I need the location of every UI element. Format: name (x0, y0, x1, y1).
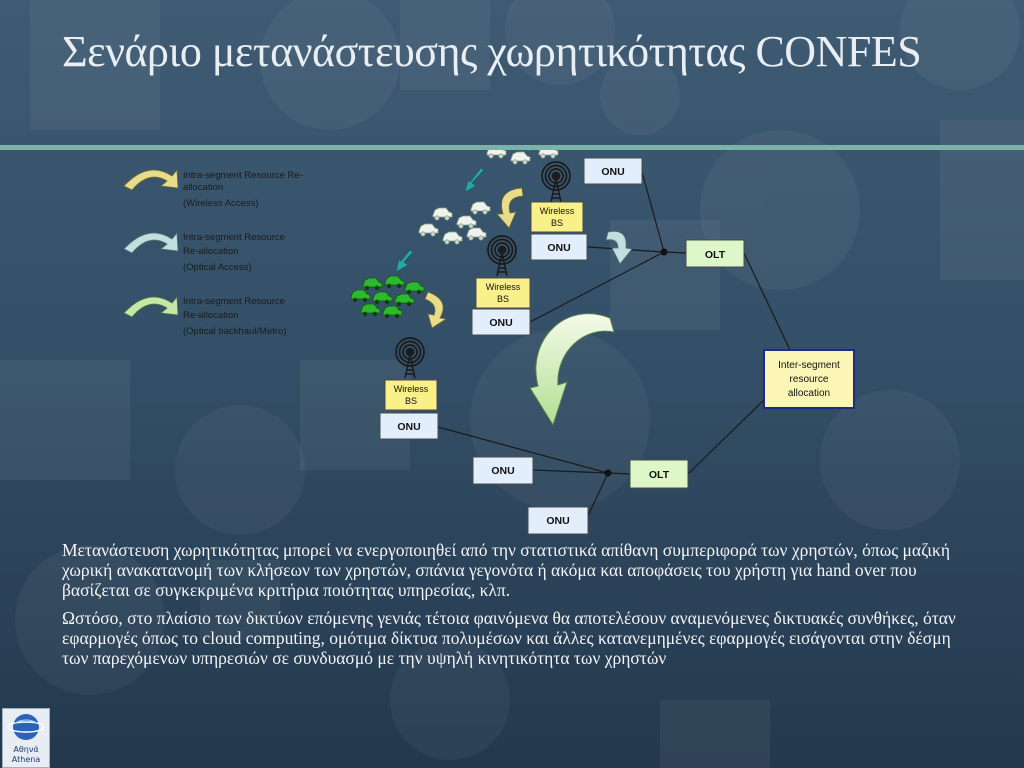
car-icon (538, 150, 559, 159)
car-icon (442, 231, 463, 245)
legend-item-optical-access: Intra-segment Resource Re-allocation (Op… (123, 231, 285, 273)
wireless-reallocation-arrow (496, 187, 524, 229)
svg-text:Re-allocation: Re-allocation (183, 310, 238, 321)
svg-text:OLT: OLT (649, 469, 670, 481)
svg-text:ONU: ONU (547, 242, 570, 254)
svg-text:(Optical Access): (Optical Access) (183, 262, 252, 273)
backhaul-reallocation-arrow (529, 313, 615, 427)
olt-bottom: OLT (629, 459, 689, 489)
svg-text:Intra-segment Resource: Intra-segment Resource (183, 232, 285, 243)
car-icon (466, 227, 487, 241)
svg-text:(Optical backhaul/Metro): (Optical backhaul/Metro) (183, 326, 286, 337)
svg-text:ONU: ONU (397, 421, 420, 433)
svg-text:BS: BS (497, 294, 509, 304)
svg-text:(Wireless Access): (Wireless Access) (183, 198, 258, 209)
legend-item-wireless: Intra-segment Resource Re- allocation (W… (123, 168, 303, 209)
user-cluster-3 (350, 275, 425, 319)
svg-text:resource: resource (790, 374, 829, 385)
svg-text:Wireless: Wireless (540, 206, 575, 216)
car-icon (486, 150, 507, 159)
mobility-arrow (464, 167, 485, 193)
curved-arrow-icon (123, 231, 179, 254)
onu-middle: ONU (472, 456, 534, 485)
base-station-2: Wireless BS ONU (471, 235, 531, 336)
car-icon (372, 291, 393, 305)
car-icon (456, 215, 477, 229)
slide-title: Σενάριο μετανάστευσης χωρητικότητας CONF… (62, 27, 922, 76)
svg-text:BS: BS (551, 218, 563, 228)
slide-body: Μετανάστευση χωρητικότητας μπορεί να ενε… (62, 540, 972, 676)
splitter-node (660, 248, 668, 256)
logo-text-latin: Athena (11, 755, 41, 764)
svg-text:Re-allocation: Re-allocation (183, 246, 238, 257)
car-icon (470, 201, 491, 215)
athena-logo: Αθηνά Athena (2, 708, 50, 768)
wireless-antenna-icon (541, 161, 571, 203)
svg-text:Wireless: Wireless (394, 384, 429, 394)
athena-logo-icon (7, 714, 45, 740)
logo-text-greek: Αθηνά (13, 745, 39, 754)
car-icon (510, 151, 531, 165)
base-station-1: Wireless BS ONU (530, 161, 588, 261)
svg-text:BS: BS (405, 396, 417, 406)
svg-text:ONU: ONU (491, 465, 514, 477)
car-icon (360, 303, 381, 317)
network-diagram: Intra-segment Resource Re- allocation (W… (123, 150, 855, 535)
svg-text:OLT: OLT (705, 249, 726, 261)
curved-arrow-icon (123, 295, 179, 318)
svg-text:ONU: ONU (546, 515, 569, 527)
paragraph-1: Μετανάστευση χωρητικότητας μπορεί να ενε… (62, 540, 950, 600)
svg-text:allocation: allocation (788, 388, 830, 399)
user-cluster-2 (418, 201, 491, 245)
mobility-arrow (395, 249, 414, 273)
svg-text:Intra-segment Resource Re-: Intra-segment Resource Re- (183, 170, 303, 181)
curved-arrow-icon (123, 168, 179, 191)
wireless-reallocation-arrow (424, 291, 448, 329)
car-icon (418, 223, 439, 237)
svg-text:Intra-segment Resource: Intra-segment Resource (183, 296, 285, 307)
legend-item-optical-backhaul: Intra-segment Resource Re-allocation (Op… (123, 295, 286, 337)
car-icon (394, 293, 415, 307)
svg-text:Inter-segment: Inter-segment (778, 360, 840, 371)
car-icon (432, 207, 453, 221)
olt-top: OLT (685, 239, 745, 268)
splitter-node (604, 469, 612, 477)
svg-text:allocation: allocation (183, 182, 223, 193)
onu-top: ONU (583, 157, 643, 185)
wireless-antenna-icon (487, 235, 517, 277)
title-divider (0, 145, 1024, 150)
car-icon (384, 275, 405, 289)
optical-reallocation-arrow (605, 230, 633, 265)
car-icon (382, 305, 403, 319)
paragraph-2: Ωστόσο, στο πλαίσιο των δικτύων επόμενης… (62, 608, 956, 668)
svg-text:ONU: ONU (601, 166, 624, 178)
inter-segment-allocator: Inter-segment resource allocation (763, 349, 855, 409)
user-cluster-1 (486, 150, 559, 165)
car-icon (362, 277, 383, 291)
base-station-3: Wireless BS ONU (379, 337, 439, 440)
svg-text:Wireless: Wireless (486, 282, 521, 292)
car-icon (404, 281, 425, 295)
svg-text:ONU: ONU (489, 317, 512, 329)
legend: Intra-segment Resource Re- allocation (W… (123, 168, 303, 337)
wireless-antenna-icon (395, 337, 425, 379)
links (437, 171, 791, 521)
car-icon (350, 289, 371, 303)
onu-bottom: ONU (527, 506, 589, 535)
